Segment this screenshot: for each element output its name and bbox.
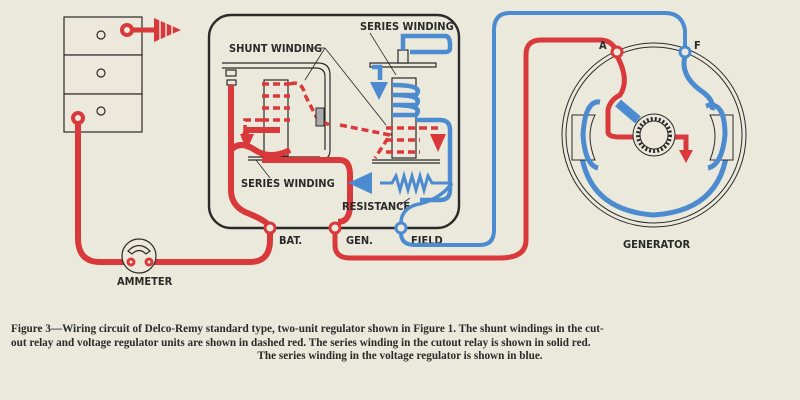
series-winding-bottom-label: SERIES WINDING: [241, 177, 335, 190]
field-terminal: [394, 221, 408, 235]
terminal-f: [678, 45, 692, 59]
caption-line-1: Figure 3—Wiring circuit of Delco-Remy st…: [11, 323, 604, 335]
ammeter-label: AMMETER: [117, 275, 173, 288]
ground-icon: [370, 82, 388, 100]
resistance: [348, 170, 452, 196]
voltage-regulator: [369, 49, 440, 164]
generator-label: GENERATOR: [623, 238, 691, 251]
cutout-relay: [222, 62, 331, 161]
gen-label: GEN.: [346, 234, 373, 247]
cutout-series-winding: [228, 85, 353, 225]
generator: [561, 42, 747, 228]
wire-ammeter-bat: [150, 228, 273, 265]
regulator-series-winding: [372, 33, 453, 203]
wire-gen-armature: [332, 37, 620, 261]
gen-terminal: [328, 221, 342, 235]
caption-line-3: The series winding in the voltage regula…: [257, 350, 543, 362]
wire-battery-ammeter: [75, 118, 128, 265]
ground-icon: [120, 18, 181, 42]
resistance-label: RESISTANCE: [342, 200, 410, 213]
figure-caption: Figure 3—Wiring circuit of Delco-Remy st…: [0, 323, 800, 364]
ammeter-icon: [121, 238, 157, 274]
terminal-a: [610, 45, 624, 59]
wire-field: [399, 11, 687, 247]
bat-label: BAT.: [279, 234, 302, 247]
terminal-a-label: A: [599, 39, 607, 52]
ground-icon: [679, 150, 693, 163]
caption-line-2: out relay and voltage regulator units ar…: [11, 336, 591, 349]
bat-terminal: [263, 221, 277, 235]
ground-icon: [240, 134, 254, 150]
cutout-shunt-winding: [243, 81, 393, 159]
shunt-winding-label: SHUNT WINDING: [229, 42, 322, 55]
ground-icon: [430, 134, 446, 152]
terminal-f-label: F: [694, 39, 701, 52]
series-winding-top-label: SERIES WINDING: [360, 20, 454, 33]
regulator-shunt-winding: [386, 126, 440, 154]
